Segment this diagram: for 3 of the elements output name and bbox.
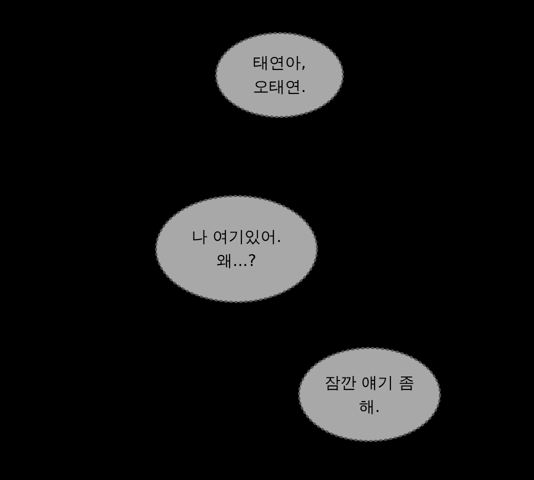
- speech-text: 나 여기있어. 왜...?: [190, 226, 283, 272]
- speech-text: 태연아, 오태연.: [252, 52, 308, 98]
- speech-text: 잠깐 얘기 좀 해.: [323, 372, 416, 418]
